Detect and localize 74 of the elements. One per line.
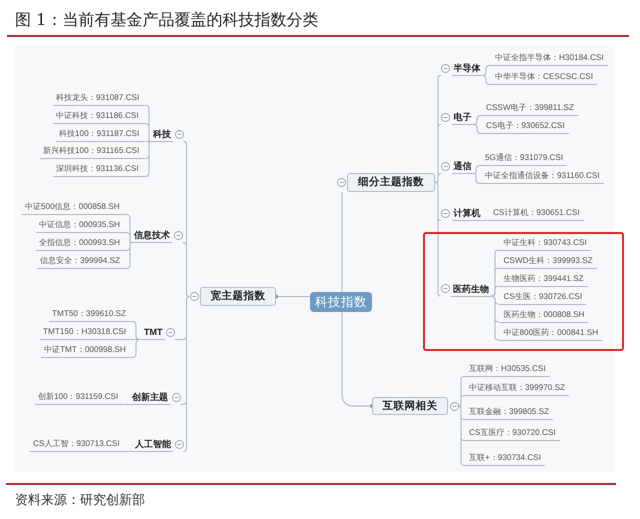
index-label: CS互医疗：930720.CSI <box>464 426 560 441</box>
index-label: 科技100：931187.CSI <box>56 127 146 142</box>
connector-line <box>124 404 130 405</box>
connector-line <box>434 173 442 183</box>
index-label: CS电子：930652.CSI <box>481 119 569 134</box>
connector-line <box>182 242 190 297</box>
index-label: TMT50：399610.SZ <box>49 307 132 322</box>
index-label: 深圳科技：931136.CSI <box>53 162 145 177</box>
index-label: 5G通信：931079.CSI <box>480 151 568 166</box>
source-note: 资料来源：研究创新部 <box>15 491 145 509</box>
connector-line <box>126 232 132 243</box>
topic-box: 互联网相关 <box>372 397 448 415</box>
connector-line <box>458 395 464 406</box>
connector-line <box>458 406 464 466</box>
figure-title: 图 1：当前有基金产品覆盖的科技指数分类 <box>15 9 318 31</box>
connector-line <box>490 286 499 296</box>
branch-label: 人工智能 <box>133 437 173 452</box>
connector-line <box>144 123 152 142</box>
branch-label: TMT <box>142 325 164 340</box>
index-label: 医药生物：000808.SH <box>498 308 588 322</box>
connector-line <box>342 312 374 408</box>
index-label: 全指信息：000993.SH <box>36 236 126 251</box>
connector-line <box>144 141 152 177</box>
branch-label: 半导体 <box>452 61 482 76</box>
index-label: 中华半导体：CESCSC.CSI <box>490 70 598 85</box>
connector-line <box>274 294 310 299</box>
highlight-frame <box>423 232 624 351</box>
branch-label: 医药生物 <box>451 282 491 296</box>
index-label: 中证科技：931186.CSI <box>53 109 145 124</box>
connector-line <box>132 339 142 358</box>
branch-label: 创新主题 <box>130 390 170 405</box>
index-label: TMT150：H30318.CSI <box>40 325 132 340</box>
connector-line <box>482 65 490 76</box>
index-label: 创新100：931159.CSI <box>35 390 124 405</box>
index-label: 中证全指半导体：H30184.CSI <box>490 51 608 66</box>
topic-box: 细分主题指数 <box>347 173 435 192</box>
index-label: 中证移动互联：399970.SZ <box>464 381 570 396</box>
index-label: CSWD生科：399993.SZ <box>498 254 597 268</box>
index-label: 中证全指通信设备：931160.CSI <box>480 169 604 184</box>
branch-label: 科技 <box>151 127 173 142</box>
connector-line <box>490 296 499 340</box>
topic-box: 宽主题指数 <box>200 287 276 306</box>
branch-label: 计算机 <box>452 206 482 221</box>
index-label: 中证生科：930743.CSI <box>498 236 591 250</box>
index-label: CSSW电子：399811.SZ <box>481 101 578 116</box>
index-label: CS生医：930726.CSI <box>498 290 586 304</box>
connector-line <box>145 141 152 142</box>
index-label: 中证800医药：000841.SH <box>498 326 602 340</box>
connector-line <box>183 296 190 452</box>
connector-line <box>482 220 488 221</box>
index-label: CS人工智：930713.CSI <box>30 437 126 452</box>
branch-label: 信息技术 <box>132 228 172 243</box>
branch-label: 电子 <box>452 110 474 125</box>
index-label: 中证TMT：000998.SH <box>41 343 132 358</box>
index-label: 中证信息：000935.SH <box>36 218 126 233</box>
index-label: 互联金融：399805.SZ <box>464 405 554 420</box>
index-label: CS计算机：930651.CSI <box>488 206 584 221</box>
branch-label: 通信 <box>452 159 474 174</box>
central-topic-box: 科技指数 <box>310 292 372 312</box>
connector-line <box>434 182 441 296</box>
index-label: 信息安全：399994.SZ <box>37 254 126 269</box>
index-label: 生物医药：399441.SZ <box>498 272 588 286</box>
connector-line <box>473 165 480 174</box>
index-label: 中证500信息：000858.SH <box>22 200 126 215</box>
connector-line <box>482 75 490 85</box>
connector-line <box>473 173 480 184</box>
index-label: 互联+：930734.CSI <box>464 451 546 466</box>
index-label: 新兴科技100：931165.CSI <box>40 144 146 159</box>
connector-line <box>125 451 134 452</box>
connector-line <box>126 242 132 269</box>
connector-line <box>473 115 482 125</box>
index-label: 科技龙头：931087.CSI <box>53 91 146 106</box>
connector-line <box>473 124 482 134</box>
index-label: 互联网：H30535.CSI <box>464 362 550 377</box>
